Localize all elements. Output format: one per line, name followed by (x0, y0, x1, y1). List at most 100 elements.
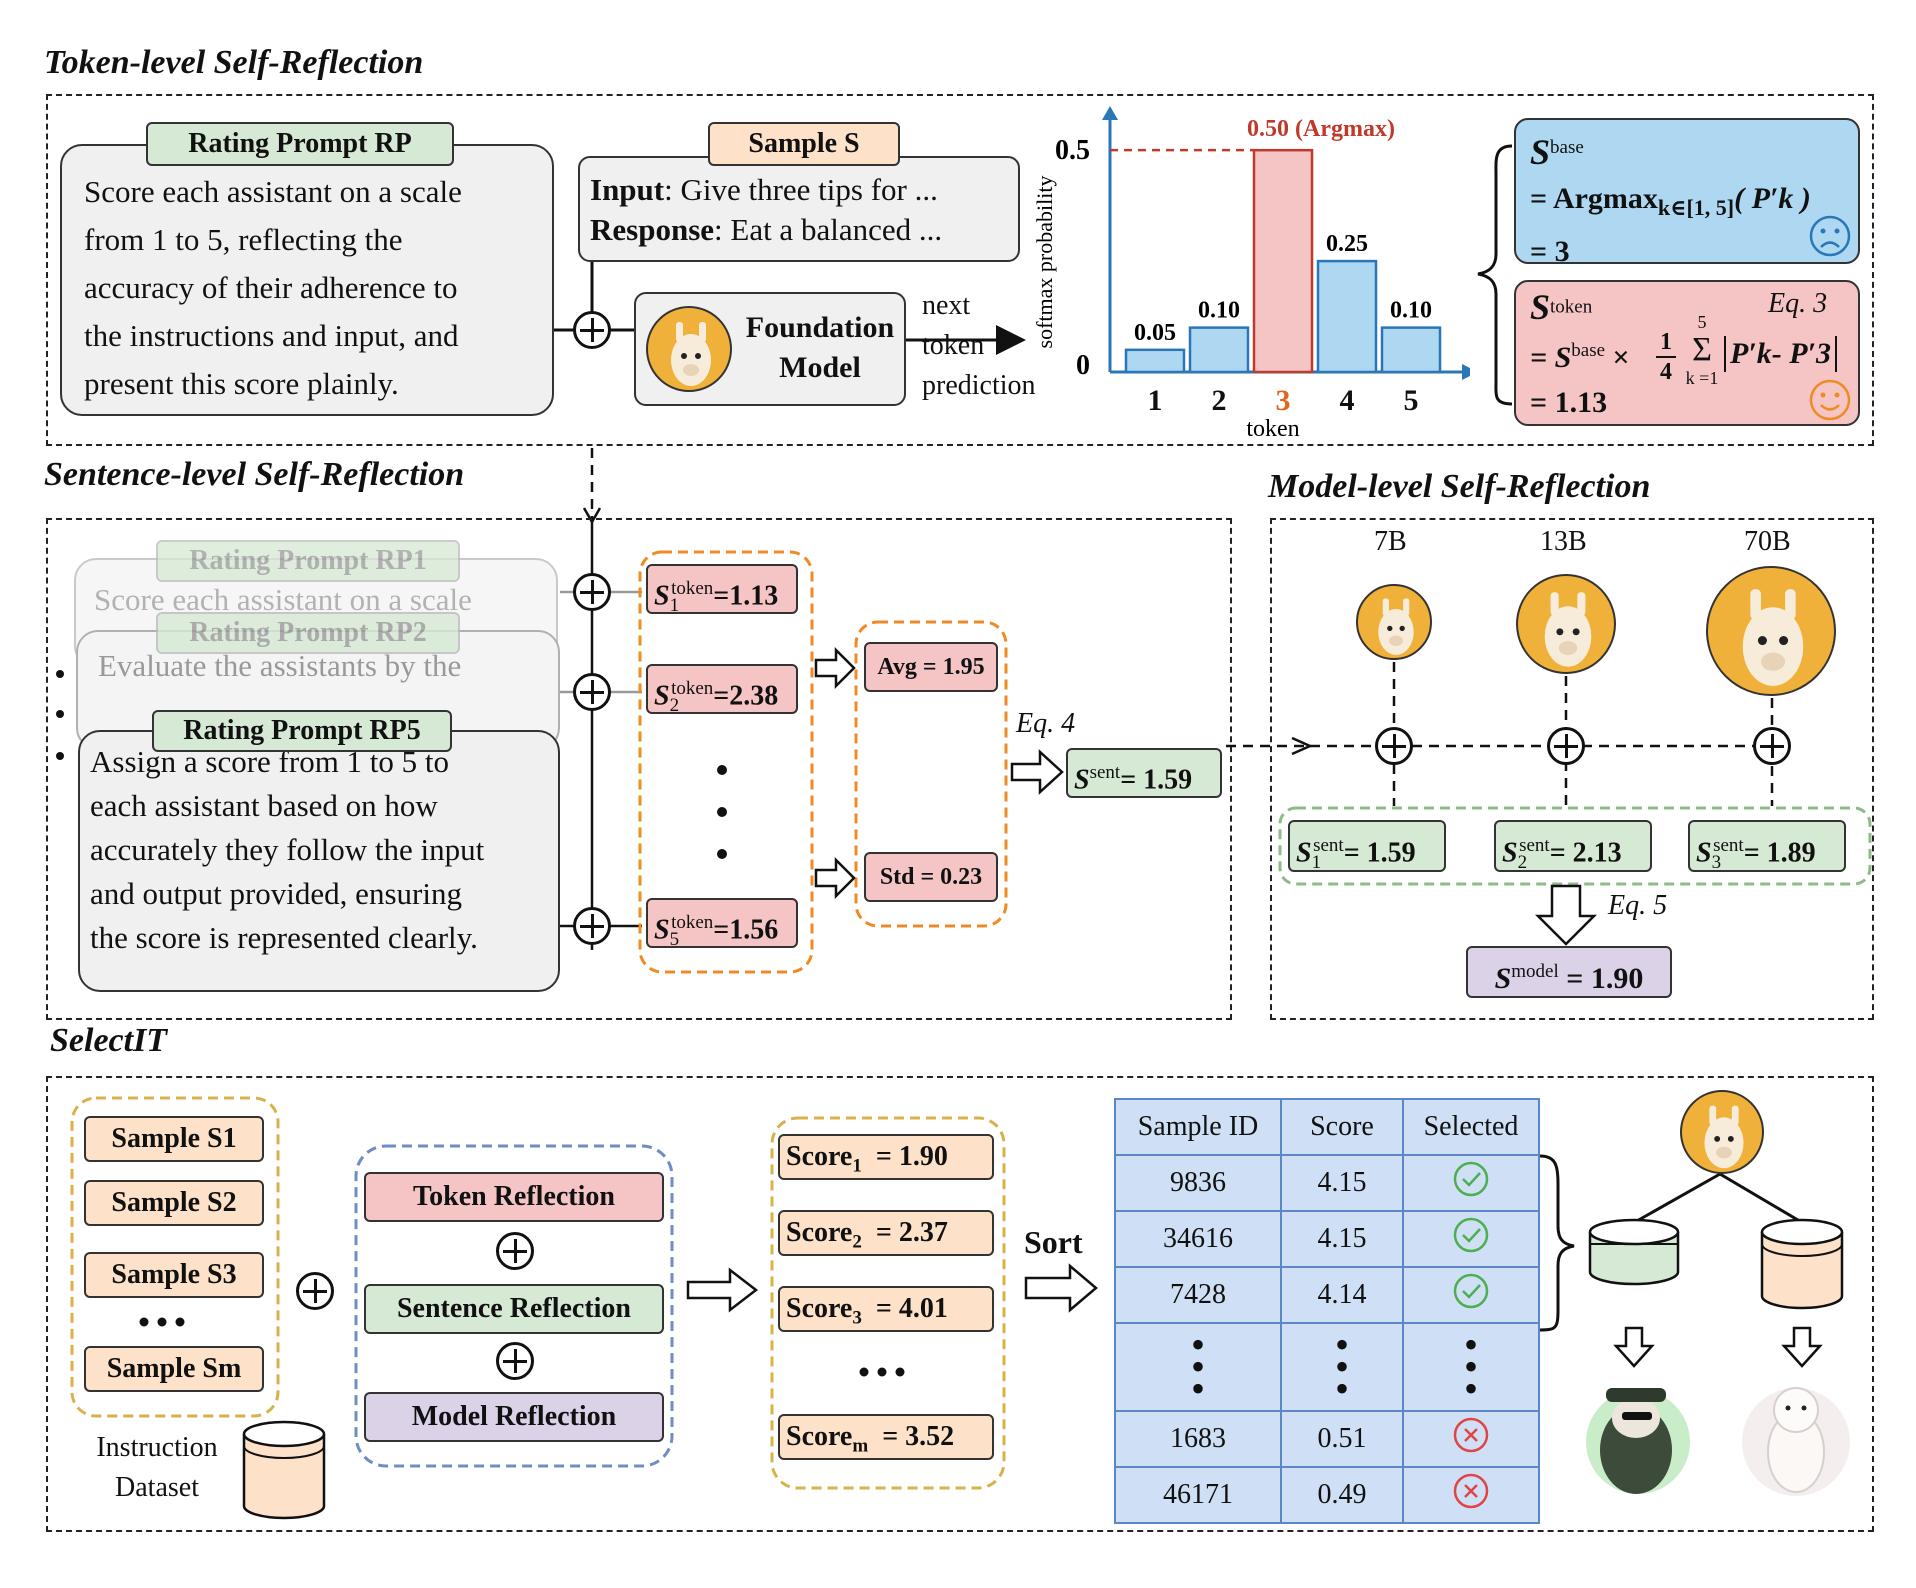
s5-token-score: S5token=1.56 (646, 898, 798, 950)
bar-value-label: 0.10 (1390, 298, 1432, 324)
ssent2-box: S2sent= 2.13 (1494, 820, 1652, 873)
bar (1316, 259, 1378, 374)
input-label: Input (590, 172, 665, 207)
llama-13b-icon (1516, 574, 1616, 674)
rp5-tag: Rating Prompt RP5 (152, 710, 452, 752)
oplus-icon (573, 907, 611, 945)
y-axis-label: softmax probability (1032, 176, 1057, 349)
stoken-value: = 1.13 (1530, 386, 1608, 419)
selectit-frame (46, 1076, 1874, 1532)
database-orange-icon (1760, 1218, 1844, 1310)
rp-line: from 1 to 5, reflecting the (84, 222, 403, 257)
response-label: Response (590, 212, 715, 247)
sentence-level-frame (46, 518, 1232, 1020)
table-header: Selected (1402, 1098, 1540, 1156)
rating-prompt-tag: Rating Prompt RP (146, 122, 454, 166)
x-tick-label: 4 (1340, 384, 1355, 417)
oplus-icon (296, 1272, 334, 1310)
table-header: Score (1280, 1098, 1404, 1156)
x-tick-label: 2 (1212, 384, 1227, 417)
eq4-label: Eq. 4 (1016, 708, 1076, 739)
eq3-label: Eq. 3 (1768, 288, 1828, 319)
s2-token-score: S2token=2.38 (646, 664, 798, 716)
rp5-line: the score is represented clearly. (90, 920, 478, 955)
input-text: : Give three tips for ... (664, 172, 938, 207)
bar (1252, 148, 1314, 374)
ssent1-box: S1sent= 1.59 (1288, 820, 1446, 873)
sad-face-icon (1809, 215, 1851, 257)
oplus-icon (573, 673, 611, 711)
token-reflection-box: Token Reflection (364, 1172, 664, 1222)
rating-prompt-box: Score each assistant on a scale from 1 t… (60, 144, 554, 416)
size-label-13b: 13B (1540, 526, 1587, 557)
stoken-box: Stoken Eq. 3 = Sbase × 1 4 5 Σ k =1 P′k-… (1514, 280, 1860, 426)
x-axis-arrow (1462, 364, 1470, 380)
smodel-box: Smodel = 1.90 (1466, 946, 1672, 998)
fluffy-alpaca-icon (1742, 1387, 1850, 1496)
check-icon (1453, 1273, 1489, 1309)
rp5-line: accurately they follow the input (90, 832, 485, 867)
rp5-line: and output provided, ensuring (90, 876, 462, 911)
s-symbol: S (1530, 132, 1551, 172)
y-tick-label: 0 (1076, 350, 1090, 381)
abs-diff: P′k- P′3 (1724, 336, 1838, 372)
section-title-model: Model-level Self-Reflection (1268, 468, 1651, 505)
size-label-7b: 7B (1374, 526, 1407, 557)
check-icon (1453, 1217, 1489, 1253)
foundation-model-box: Foundation Model (634, 292, 906, 406)
y-axis-arrow (1102, 106, 1118, 120)
rp-line: present this score plainly. (84, 366, 399, 401)
bar-value-label: 0.05 (1134, 320, 1176, 346)
fm-line2: Model (779, 351, 861, 384)
oplus-icon (1547, 727, 1585, 765)
ntp-line: token (922, 330, 985, 361)
bar (1380, 326, 1442, 374)
sample-s3: Sample S3 (84, 1252, 264, 1298)
token-sup: token (1550, 296, 1593, 318)
dataset-label: Dataset (115, 1472, 199, 1503)
response-text: : Eat a balanced ... (714, 212, 943, 247)
rp2-tag: Rating Prompt RP2 (156, 612, 460, 654)
size-label-70b: 70B (1744, 526, 1791, 557)
rp1-text: Score each assistant on a scale (94, 582, 472, 617)
oplus-icon (1375, 727, 1413, 765)
avg-box: Avg = 1.95 (864, 642, 998, 692)
ssent-box: Ssent= 1.59 (1066, 748, 1222, 798)
sbase-box: Sbase = Argmaxk∈[1, 5]( P′k ) = 3 (1514, 118, 1860, 268)
token-level-frame (46, 94, 1874, 446)
bar (1124, 348, 1186, 374)
oplus-icon (573, 311, 611, 349)
oplus-icon (1753, 727, 1791, 765)
database-green-icon (1588, 1218, 1680, 1286)
section-title-sentence: Sentence-level Self-Reflection (44, 456, 465, 493)
sentence-reflection-box: Sentence Reflection (364, 1284, 664, 1334)
cross-icon (1453, 1473, 1489, 1509)
score-3: Score3 = 4.01 (778, 1286, 994, 1332)
section-title-selectit: SelectIT (50, 1022, 168, 1059)
sample-box: Input: Give three tips for ... Response:… (578, 156, 1020, 262)
llama-7b-icon (1356, 584, 1432, 660)
base-sup: base (1550, 137, 1584, 158)
dataset-label: Instruction (96, 1432, 218, 1463)
oplus-icon (496, 1232, 534, 1270)
model-reflection-box: Model Reflection (364, 1392, 664, 1442)
llama-icon (646, 306, 732, 392)
rp-line: accuracy of their adherence to (84, 270, 458, 305)
sample-s1: Sample S1 (84, 1116, 264, 1162)
bar (1188, 326, 1250, 374)
oplus-icon (496, 1342, 534, 1380)
bar-value-label: 0.25 (1326, 231, 1368, 257)
oplus-icon (573, 573, 611, 611)
fm-line1: Foundation (745, 311, 895, 344)
llama-select-icon (1680, 1090, 1764, 1174)
sample-sm: Sample Sm (84, 1346, 264, 1392)
instruction-dataset-icon (242, 1420, 326, 1520)
soldier-llama-icon (1586, 1388, 1690, 1494)
s-symbol: S (1530, 287, 1551, 327)
sum-symbol: Σ (1692, 331, 1712, 368)
